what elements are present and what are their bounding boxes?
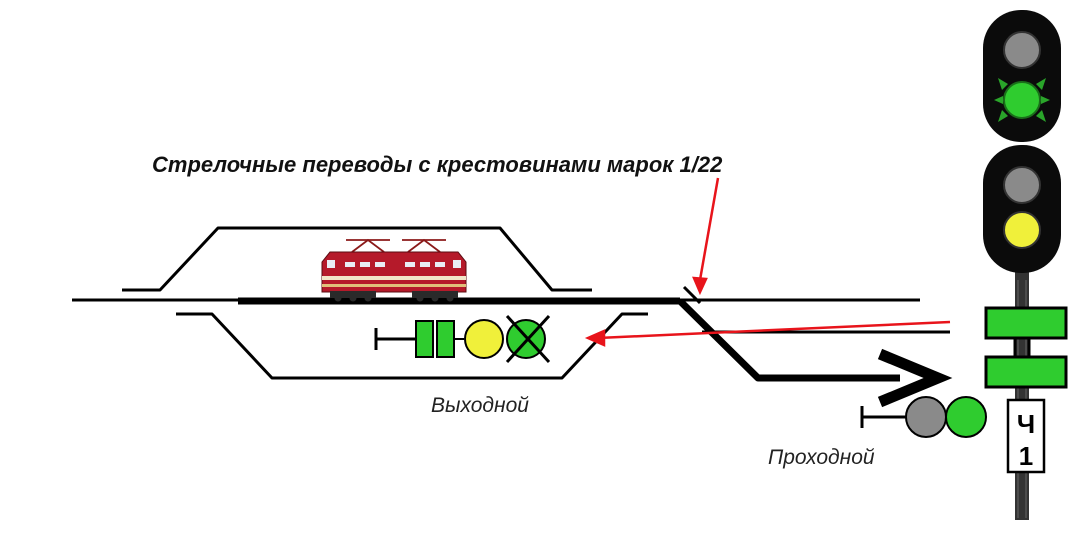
mast-upper-off-lens — [1003, 31, 1041, 69]
diagram-title: Стрелочные переводы с крестовинами марок… — [152, 152, 723, 177]
mast-green-strip-1 — [984, 306, 1068, 340]
locomotive-image — [321, 238, 467, 302]
switch-pointer-arrowhead — [692, 276, 708, 296]
mast-lower-off-lens — [1003, 166, 1041, 204]
mast-upper-green-lens — [1003, 81, 1041, 119]
exit-signal-yellow-lens — [464, 319, 504, 359]
pass-signal-green-lens — [945, 396, 987, 438]
signal-number-plate — [1006, 398, 1046, 474]
lower-siding-track — [176, 312, 648, 380]
signal-plate-number: 1 — [1019, 441, 1033, 471]
exit-signal-block-2 — [436, 320, 455, 358]
exit-signal-pointer-line — [597, 320, 951, 340]
exit-signal — [374, 314, 551, 364]
exit-signal-label: Выходной — [431, 394, 529, 417]
route-direction-arrow — [877, 348, 953, 408]
diverging-route — [677, 298, 900, 382]
mast-green-strip-2 — [984, 355, 1068, 389]
switch-point — [682, 285, 702, 305]
signal-plate-letter: Ч — [1017, 409, 1035, 439]
upper-siding-track — [122, 226, 592, 292]
pointer-lines — [584, 177, 951, 347]
exit-signal-pointer-arrowhead — [584, 329, 606, 347]
mast-lower-yellow-lens — [1003, 211, 1041, 249]
pass-signal — [860, 396, 987, 438]
mast-upper-head — [983, 10, 1061, 142]
mast-flashing-rays — [994, 78, 1050, 122]
switch-pointer-line — [698, 177, 720, 281]
exit-signal-cross-mark — [505, 314, 551, 364]
pass-signal-grey-lens — [905, 396, 947, 438]
exit-signal-block-1 — [415, 320, 434, 358]
mast-lower-head — [983, 145, 1061, 273]
pass-signal-label: Проходной — [768, 446, 875, 469]
mast-signal: Ч 1 — [983, 10, 1068, 520]
